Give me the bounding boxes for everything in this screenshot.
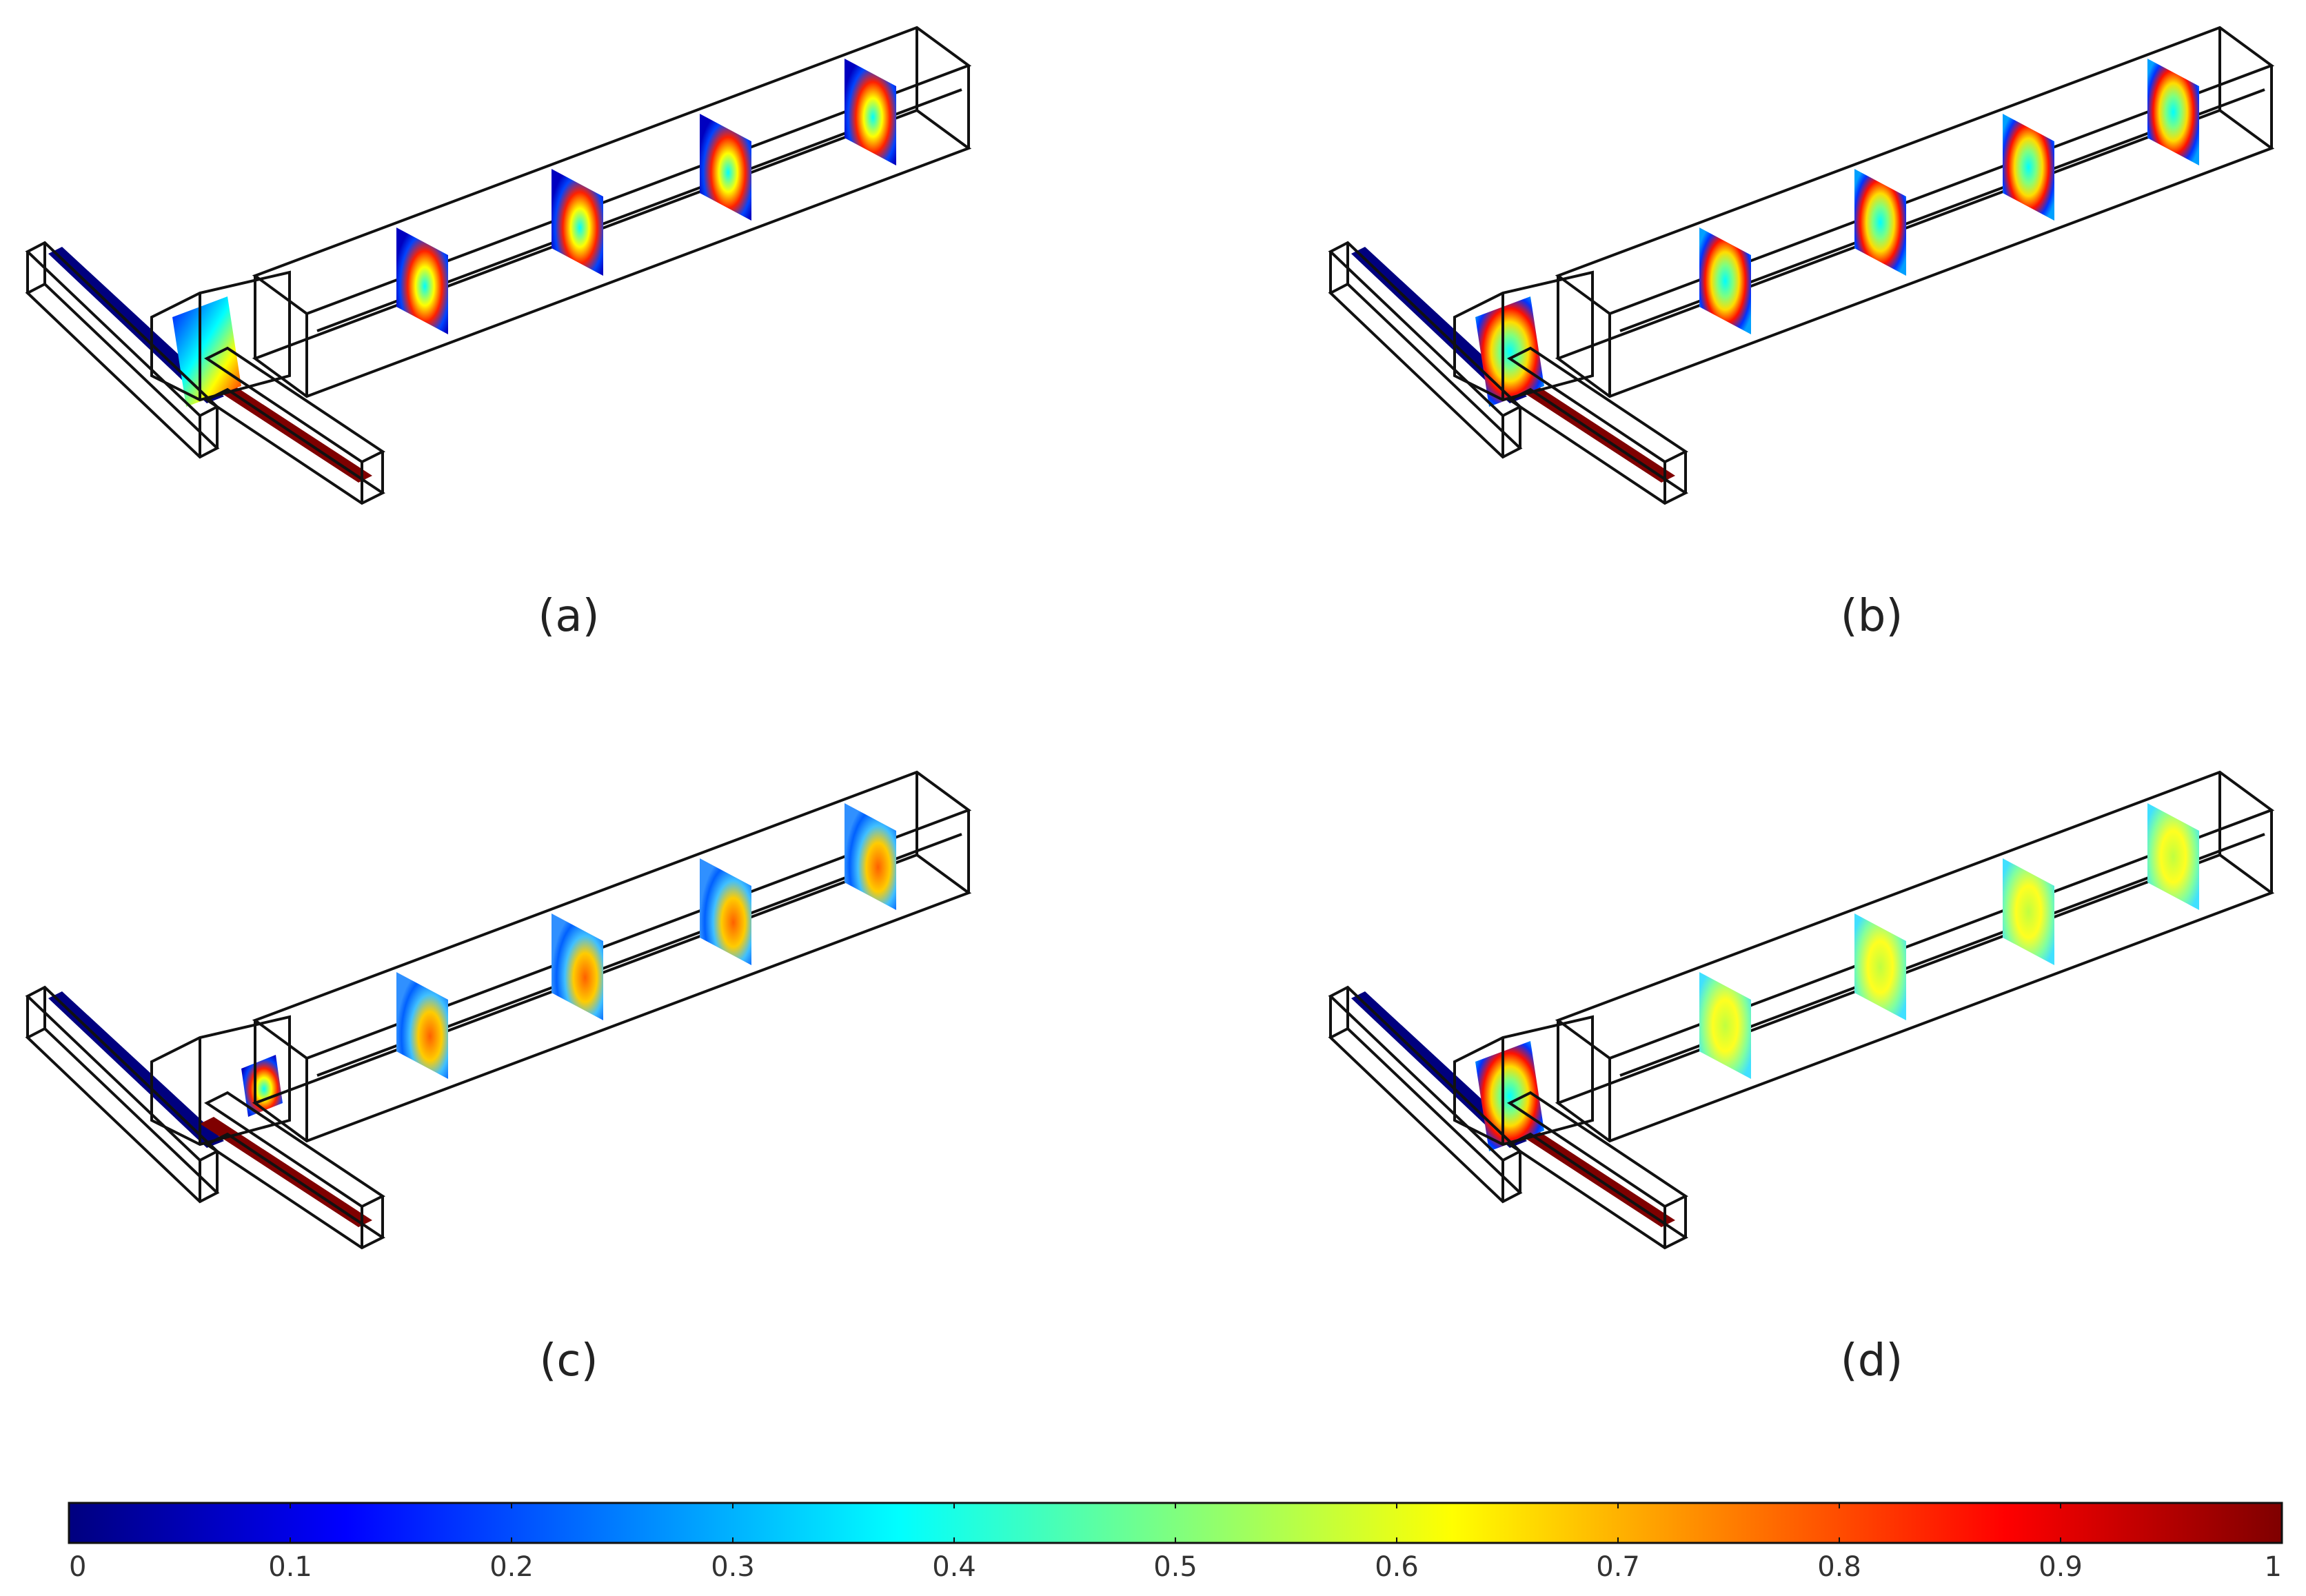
colorbar-tick-label: 1 xyxy=(2265,1551,2282,1583)
cross-section xyxy=(2003,858,2054,965)
cross-section xyxy=(1854,913,1906,1020)
colorbar-gradient xyxy=(68,1502,2283,1544)
cross-section xyxy=(396,228,448,334)
colorbar: 0 0.1 0.2 0.3 0.4 0.5 0.6 0.7 0.8 0.9 1 xyxy=(68,1502,2283,1583)
cross-section xyxy=(552,169,603,276)
cross-section xyxy=(396,972,448,1079)
colorbar-tick-label: 0.4 xyxy=(932,1551,976,1583)
cross-section xyxy=(844,59,896,165)
colorbar-ticks: 0 0.1 0.2 0.3 0.4 0.5 0.6 0.7 0.8 0.9 1 xyxy=(68,1503,2283,1583)
panel-d: (d) xyxy=(1329,771,2273,1386)
colorbar-tick-label: 0.6 xyxy=(1375,1551,1419,1583)
panel-caption: (d) xyxy=(1841,1335,1903,1386)
colorbar-tick-label: 0.3 xyxy=(711,1551,755,1583)
cross-section xyxy=(700,858,751,965)
colorbar-tick-label: 0.7 xyxy=(1596,1551,1640,1583)
cross-section xyxy=(552,913,603,1020)
panel-b: (b) xyxy=(1329,26,2273,642)
panel-caption: (a) xyxy=(538,591,599,642)
panel-caption: (c) xyxy=(539,1335,598,1386)
cross-section xyxy=(1699,972,1751,1079)
panel-a: (a) xyxy=(26,26,970,642)
cross-section xyxy=(2147,59,2199,165)
colorbar-tick-label: 0.5 xyxy=(1153,1551,1197,1583)
mixing-zone xyxy=(241,1055,283,1117)
colorbar-tick-label: 0.1 xyxy=(268,1551,312,1583)
colorbar-tick-label: 0.2 xyxy=(489,1551,534,1583)
colorbar-tick-label: 0.9 xyxy=(2039,1551,2083,1583)
cross-section xyxy=(1854,169,1906,276)
cross-section xyxy=(844,803,896,910)
cross-section xyxy=(1699,228,1751,334)
panel-caption: (b) xyxy=(1841,591,1903,642)
panel-c: (c) xyxy=(26,771,970,1386)
colorbar-tick-label: 0 xyxy=(69,1551,86,1583)
cross-section xyxy=(2147,803,2199,910)
cross-section xyxy=(2003,114,2054,221)
cross-section xyxy=(700,114,751,221)
colorbar-tick-label: 0.8 xyxy=(1817,1551,1861,1583)
